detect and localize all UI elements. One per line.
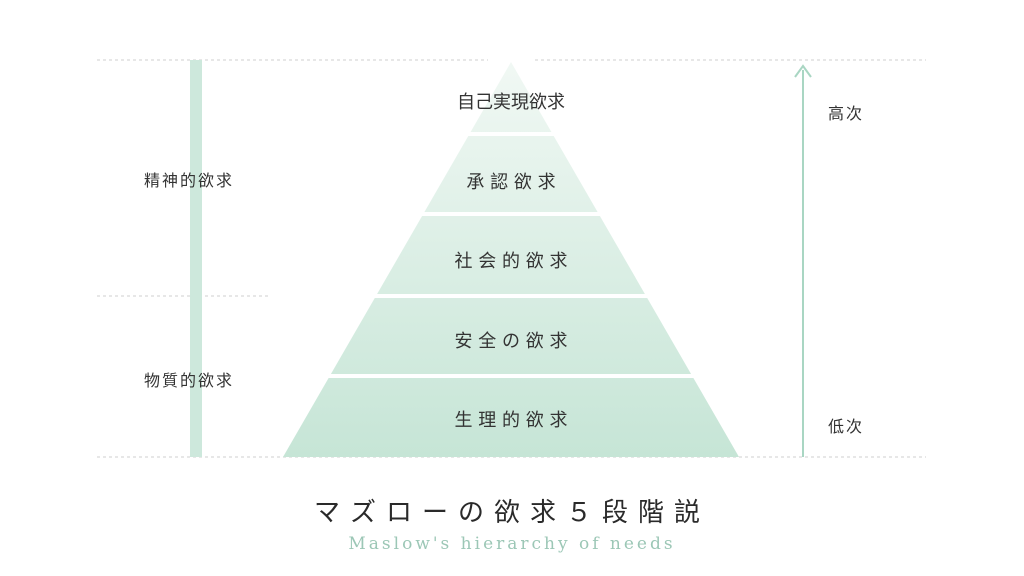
tier-self-actualization: 自己実現欲求: [457, 92, 565, 113]
category-bar: [190, 60, 202, 457]
tier-esteem: 承 認 欲 求: [466, 172, 556, 193]
tier-social: 社 会 的 欲 求: [454, 251, 568, 272]
scale-label-high: 高次: [828, 104, 865, 123]
group-label-mental: 精神的欲求: [144, 171, 235, 190]
diagram-title: マズローの欲求５段階説: [313, 498, 710, 528]
level-arrow-head-icon: [794, 64, 812, 78]
scale-label-low: 低次: [828, 417, 865, 436]
diagram-subtitle: Maslow's hierarchy of needs: [348, 534, 676, 554]
tier-safety: 安 全 の 欲 求: [454, 331, 568, 352]
pyramid: [283, 62, 739, 457]
group-label-material: 物質的欲求: [144, 371, 235, 390]
tier-separators: [270, 132, 750, 378]
tier-physiological: 生 理 的 欲 求: [454, 410, 568, 431]
